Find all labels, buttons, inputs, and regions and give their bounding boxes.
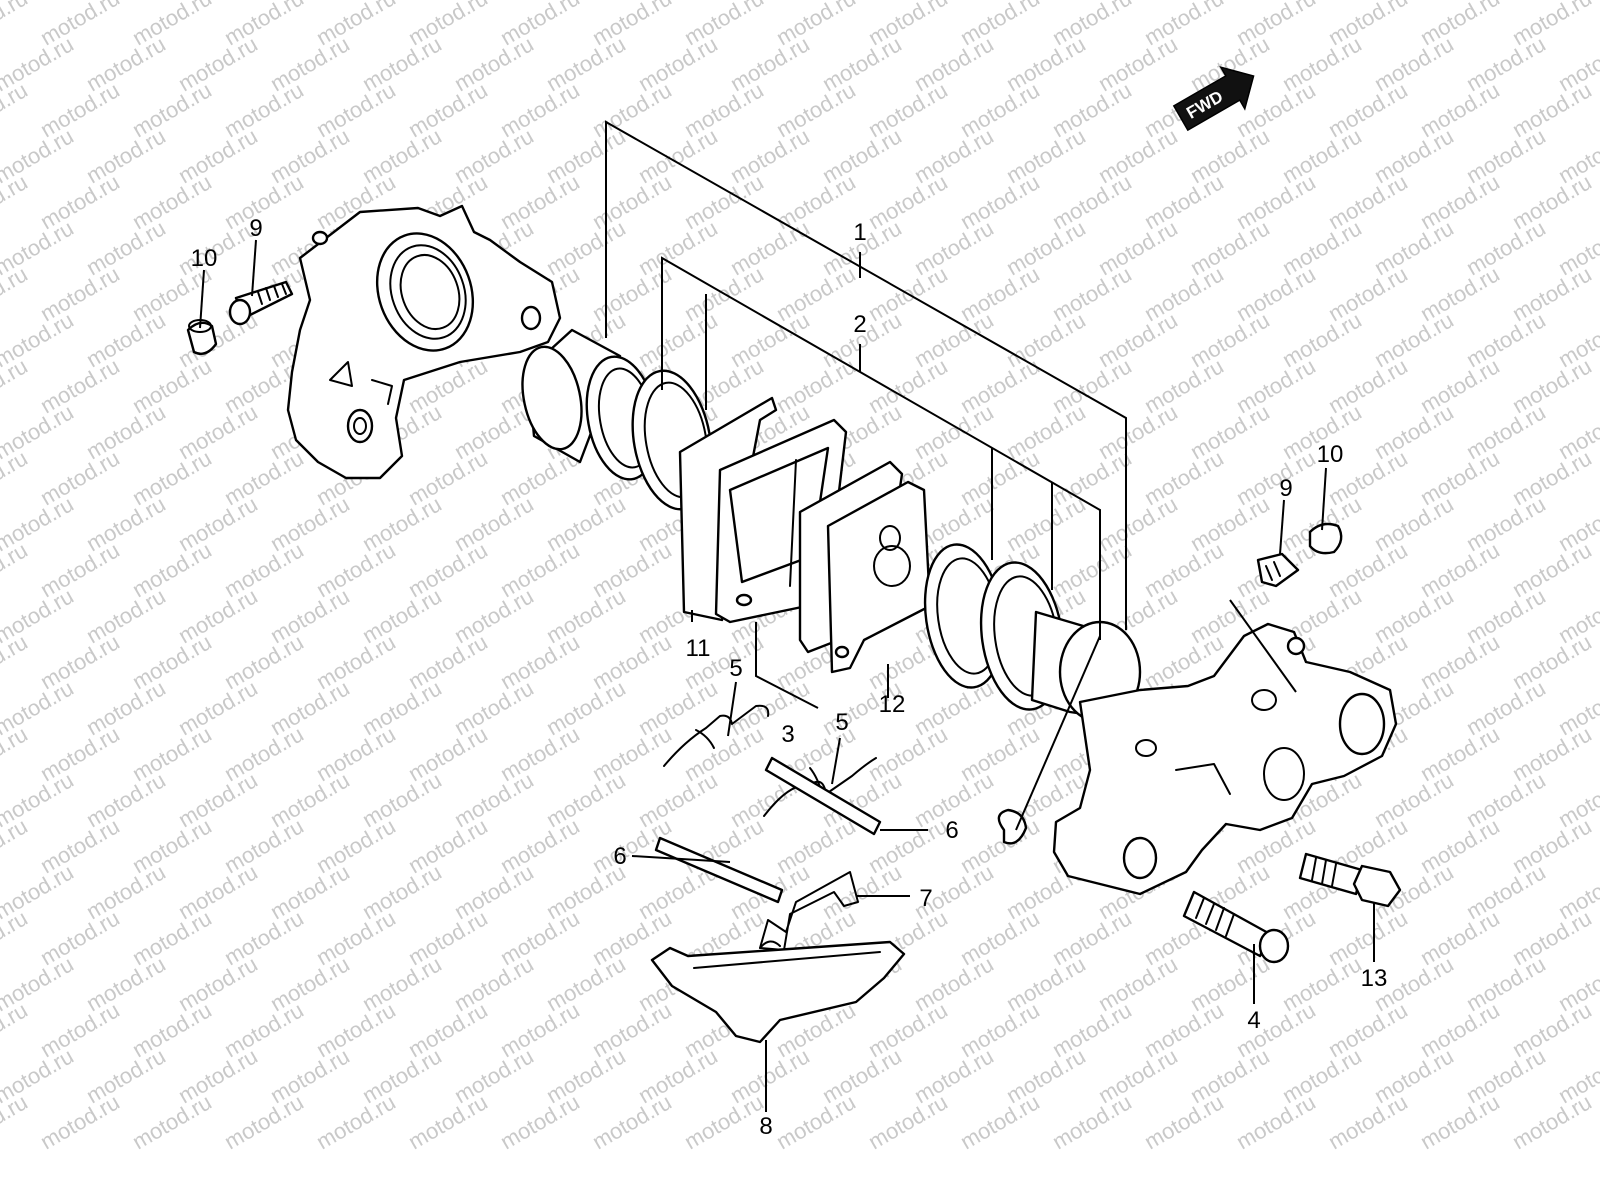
- kit-bracket-1: [605, 120, 1127, 630]
- watermark-text: motod.ru: [0, 813, 32, 878]
- watermark-text: motod.ru: [312, 1089, 400, 1154]
- watermark-text: motod.ru: [772, 1089, 860, 1154]
- watermark-text: motod.ru: [588, 1089, 676, 1154]
- leader-lines: [199, 239, 1375, 1112]
- watermark-text: motod.ru: [0, 629, 32, 694]
- watermark-text: motod.ru: [0, 445, 32, 510]
- callout-9-right: 9: [1279, 475, 1292, 502]
- bleeder-valve-left: [228, 280, 294, 326]
- callout-6-right: 6: [945, 817, 958, 844]
- watermark-text: motod.ru: [0, 537, 32, 602]
- callout-7: 7: [919, 885, 932, 912]
- callout-2: 2: [853, 311, 866, 338]
- callout-6-left: 6: [613, 843, 626, 870]
- watermark-text: motod.ru: [128, 1089, 216, 1154]
- watermark-text: motod.ru: [1140, 1089, 1228, 1154]
- callout-3: 3: [781, 721, 794, 748]
- watermark-text: motod.ru: [680, 1089, 768, 1154]
- fwd-direction-badge: FWD: [1172, 66, 1255, 132]
- mounting-bolt-13: [1298, 852, 1402, 908]
- bleeder-cap-right: [1308, 522, 1343, 555]
- watermark-text: motod.ru: [0, 997, 32, 1062]
- watermark-text: motod.ru: [956, 1089, 1044, 1154]
- watermark-text: motod.ru: [864, 1089, 952, 1154]
- callout-9-left: 9: [249, 215, 262, 242]
- watermark-text: motod.ru: [0, 721, 32, 786]
- retainer-clip-7: [759, 871, 859, 951]
- caliper-body-right: [1052, 622, 1398, 896]
- kit-bracket-2: [661, 256, 1101, 640]
- callout-12: 12: [879, 691, 906, 718]
- callout-11: 11: [686, 635, 711, 662]
- watermark-text: motod.ru: [1048, 1089, 1136, 1154]
- watermark-text: motod.ru: [1508, 1089, 1596, 1154]
- watermark-text: motod.ru: [1232, 1089, 1320, 1154]
- callout-5-left: 5: [729, 655, 742, 682]
- watermark-text: motod.ru: [0, 905, 32, 970]
- callout-13: 13: [1361, 965, 1388, 992]
- watermark-text: motod.ru: [1324, 1089, 1412, 1154]
- callout-10-left: 10: [191, 245, 218, 272]
- callout-5-right: 5: [835, 709, 848, 736]
- watermark-text: motod.ru: [1416, 1089, 1504, 1154]
- watermark-text: motod.ru: [0, 169, 32, 234]
- pad-spring-5-left: [663, 704, 770, 767]
- pad-pin-6-right: [764, 756, 882, 836]
- callout-10-right: 10: [1317, 441, 1344, 468]
- callout-4: 4: [1247, 1007, 1260, 1034]
- watermark-text: motod.ru: [496, 1089, 584, 1154]
- watermark-text: motod.ru: [36, 1089, 124, 1154]
- piston-left: [521, 328, 622, 464]
- watermark-text: motod.ru: [0, 353, 32, 418]
- watermark-text: motod.ru: [0, 261, 32, 326]
- caliper-body-left: [286, 204, 562, 480]
- bleeder-valve-right: [1256, 552, 1300, 588]
- callout-labels: 1 2 9 10 9 10 11 5 3 12 5 6 6 7 8 4 13: [191, 215, 1388, 1140]
- fwd-arrow-icon: [1172, 66, 1255, 132]
- pad-pin-6-left: [654, 836, 784, 904]
- callout-8: 8: [759, 1113, 772, 1140]
- watermark-text: motod.ru: [404, 1089, 492, 1154]
- watermark-text: motod.ru: [0, 77, 32, 142]
- watermark-text: motod.ru: [0, 1089, 32, 1154]
- bleeder-cap-left: [186, 319, 218, 355]
- slide-pin-4: [1182, 890, 1290, 964]
- callout-1: 1: [853, 219, 866, 246]
- pad-cover-8: [650, 940, 906, 1044]
- brake-pad-rear: [798, 460, 932, 674]
- watermark-text: motod.ru: [220, 1089, 308, 1154]
- watermark-text: motod.ru: [0, 0, 32, 50]
